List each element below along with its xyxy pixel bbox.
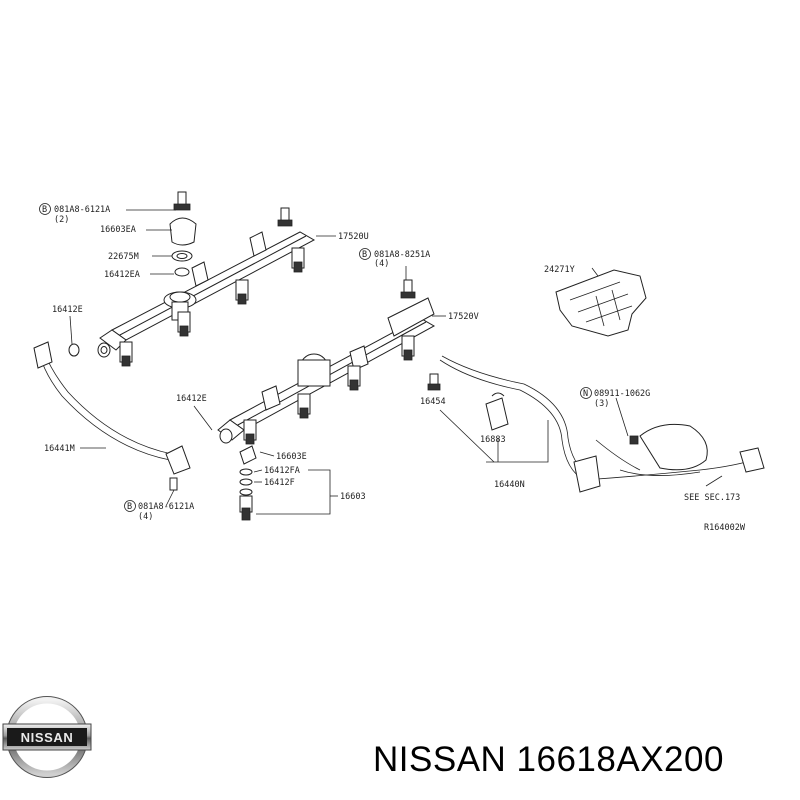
leader-lines — [69, 209, 723, 515]
label-24271Y: 24271Y — [544, 265, 575, 275]
label-16412FA: 16412FA — [264, 466, 300, 476]
label-16412E-top: 16412E — [52, 305, 83, 315]
label-16441M: 16441M — [44, 444, 75, 454]
label-17520U: 17520U — [338, 232, 369, 242]
nissan-logo: NISSAN — [2, 696, 92, 778]
lower-fuel-rail — [217, 297, 436, 445]
label-16412EA: 16412EA — [104, 270, 140, 280]
fuel-feed-hose-left — [33, 341, 191, 491]
injector-stack — [239, 445, 257, 521]
label-bolt-upper-left: 081A8-6121A — [54, 205, 110, 215]
label-see-sec: SEE SEC.173 — [684, 493, 740, 503]
label-16603E: 16603E — [276, 452, 307, 462]
circle-b-mid: B — [362, 250, 367, 260]
label-bolt-mid: 081A8-8251A — [374, 250, 430, 260]
label-17520V: 17520V — [448, 312, 479, 322]
label-16440N: 16440N — [494, 480, 525, 490]
label-16883: 16883 — [480, 435, 506, 445]
label-ref: R164002W — [704, 523, 746, 533]
circle-n: N — [583, 389, 588, 399]
label-16603EA: 16603EA — [100, 225, 136, 235]
label-16412F: 16412F — [264, 478, 295, 488]
label-bolt-upper-left-qty: (2) — [54, 215, 69, 225]
label-bolt-lower-left-qty: (4) — [138, 512, 153, 522]
circle-b-lower: B — [127, 502, 132, 512]
circle-b-upper: B — [42, 205, 47, 215]
label-bolt-lower-left: 081A8-6121A — [138, 502, 194, 512]
label-nut: 08911-1062G — [594, 389, 650, 399]
fuel-hose-right — [427, 355, 765, 493]
label-22675M: 22675M — [108, 252, 139, 262]
fuel-damper-stack — [169, 191, 197, 277]
part-number-title: NISSAN 16618AX200 — [373, 740, 724, 779]
lower-injectors — [243, 335, 415, 445]
protector-24271Y — [555, 269, 647, 337]
label-16412E-mid: 16412E — [176, 394, 207, 404]
upper-fuel-rail — [97, 231, 316, 367]
upper-injectors — [119, 247, 305, 367]
label-16454: 16454 — [420, 397, 446, 407]
label-bolt-mid-qty: (4) — [374, 259, 389, 269]
label-16603: 16603 — [340, 492, 366, 502]
label-nut-qty: (3) — [594, 399, 609, 409]
logo-text: NISSAN — [21, 730, 74, 745]
